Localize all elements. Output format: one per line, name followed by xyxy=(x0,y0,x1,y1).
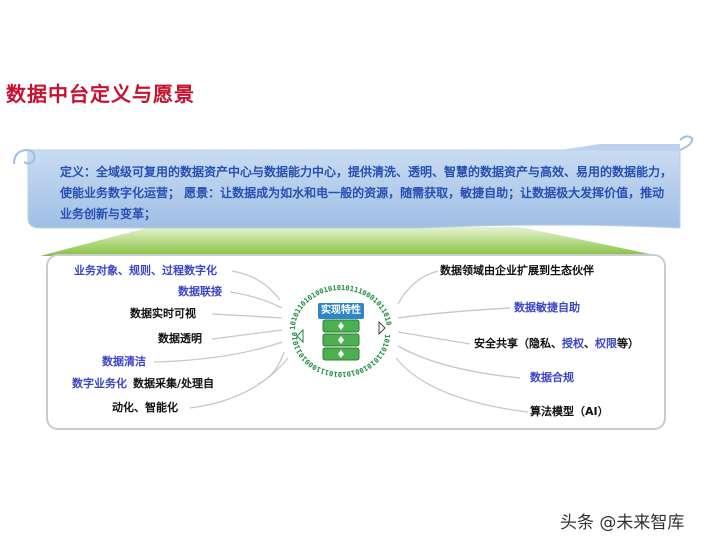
left-item-realtime-visual: 数据实时可视 xyxy=(130,307,196,320)
right-item-secure-sharing: 安全共享（隐私、授权、权限等） xyxy=(474,337,639,351)
green-trapezoid xyxy=(40,227,660,256)
secure-sharing-text-1: 安全共享（隐私、 xyxy=(474,337,562,350)
page-title: 数据中台定义与愿景 xyxy=(6,82,195,106)
scroll-body xyxy=(27,149,681,229)
definition-line-1: 定义：全域级可复用的数据资产中心与数据能力中心，提供清洗、透明、智慧的数据资产与… xyxy=(60,165,673,179)
secure-sharing-permission: 权限 xyxy=(595,337,617,350)
scroll-curl-left xyxy=(13,148,36,165)
left-item-digital-business: 数字业务化数据采集/处理自 xyxy=(72,377,214,391)
secure-sharing-text-2: 等） xyxy=(617,337,639,350)
center-database-graphic: 1010110101001010101110001011010 10101101… xyxy=(289,284,393,378)
definition-text: 定义：全域级可复用的数据资产中心与数据能力中心，提供清洗、透明、智慧的数据资产与… xyxy=(60,162,675,225)
definition-line-2: 使能业务数字化运营； 愿景：让数据成为如水和电一般的资源，随需获取，敏捷自助；让… xyxy=(60,186,665,200)
watermark: 头条 @未来智库 xyxy=(560,513,685,533)
secure-sharing-sep: 、 xyxy=(584,337,595,350)
arrow-left-icon xyxy=(296,328,304,344)
left-item-data-clean: 数据清洁 xyxy=(102,355,146,368)
right-item-algorithm-model: 算法模型（AI） xyxy=(530,405,609,418)
scroll-tail-right xyxy=(560,144,680,150)
right-item-compliance: 数据合规 xyxy=(530,371,574,384)
arrow-right-icon xyxy=(378,320,386,336)
left-item-automation: 动化、智能化 xyxy=(112,401,178,414)
right-item-agile-self-service: 数据敏捷自助 xyxy=(514,301,580,314)
data-collect-label: 数据采集/处理自 xyxy=(133,377,215,390)
right-item-ecosystem: 数据领域由企业扩展到生态伙伴 xyxy=(440,264,594,277)
definition-line-3: 业务创新与变革； xyxy=(60,207,157,221)
digital-business-label: 数字业务化 xyxy=(72,377,127,390)
secure-sharing-authorization: 授权 xyxy=(562,337,584,350)
database-stack-icon xyxy=(322,319,360,361)
left-item-digitization: 业务对象、规则、过程数字化 xyxy=(74,264,217,277)
definition-banner xyxy=(13,135,694,256)
left-item-transparency: 数据透明 xyxy=(158,332,202,345)
center-label: 实现特性 xyxy=(318,303,364,319)
left-item-data-connect: 数据联接 xyxy=(178,285,222,298)
scroll-curl-right xyxy=(679,135,694,151)
